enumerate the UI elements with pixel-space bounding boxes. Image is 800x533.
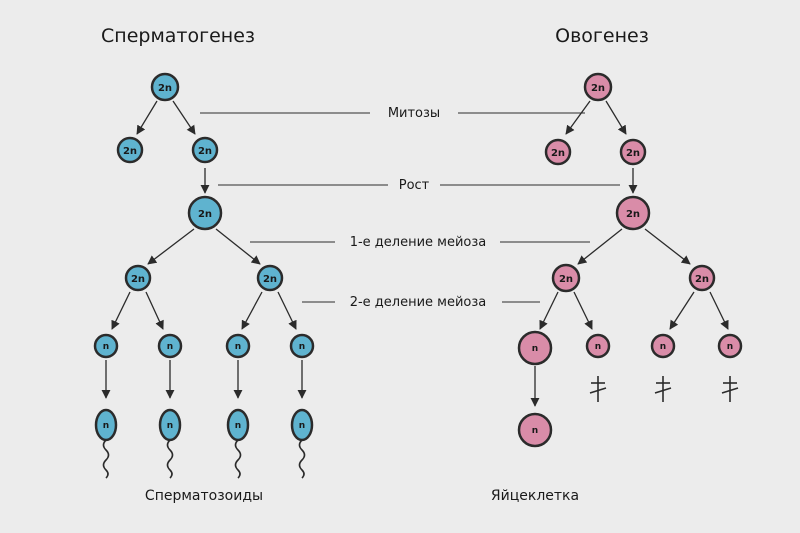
svg-text:n: n	[532, 426, 538, 436]
svg-text:2n: 2n	[123, 146, 137, 157]
svg-text:2n: 2n	[158, 83, 172, 94]
stage-guides: Митозы Рост 1-е деление мейоза 2-е делен…	[200, 106, 620, 310]
stage-label-growth: Рост	[399, 178, 430, 193]
spermatogenesis-cells: 2n 2n 2n 2n 2n 2n n n	[93, 72, 315, 359]
stage-label-meiosis2: 2-е деление мейоза	[350, 295, 487, 310]
polar-body-cell: n	[650, 333, 676, 359]
svg-text:2n: 2n	[263, 274, 277, 285]
egg-cell: n	[517, 412, 553, 448]
svg-text:n: n	[299, 342, 305, 352]
spermatozoon: n	[94, 408, 118, 479]
svg-text:2n: 2n	[626, 148, 640, 159]
svg-text:n: n	[532, 344, 538, 354]
caption-spermatozoa: Сперматозоиды	[145, 488, 263, 504]
degeneration-cross-icon	[721, 376, 739, 402]
stage-label-meiosis1: 1-е деление мейоза	[350, 235, 487, 250]
svg-text:n: n	[103, 421, 109, 431]
spermatogonium-daughter-cell: 2n	[191, 136, 219, 164]
oogenesis-cells: 2n 2n 2n 2n 2n 2n n n	[517, 72, 743, 448]
degeneration-cross-icon	[654, 376, 672, 402]
svg-text:2n: 2n	[198, 209, 212, 220]
svg-text:n: n	[167, 342, 173, 352]
secondary-spermatocyte-cell: 2n	[256, 264, 284, 292]
primary-oocyte-cell: 2n	[615, 195, 651, 231]
svg-text:2n: 2n	[551, 148, 565, 159]
spermatozoon: n	[226, 408, 250, 479]
svg-text:n: n	[103, 342, 109, 352]
caption-egg: Яйцеклетка	[491, 488, 579, 504]
primary-spermatocyte-cell: 2n	[187, 195, 223, 231]
oogonium-cell: 2n	[583, 72, 613, 102]
svg-text:2n: 2n	[559, 274, 573, 285]
degeneration-cross-icon	[589, 376, 607, 402]
ootid-cell: n	[517, 330, 553, 366]
spermatogonium-daughter-cell: 2n	[116, 136, 144, 164]
spermatogenesis-title: Сперматогенез	[101, 25, 255, 47]
secondary-oocyte-cell: 2n	[551, 263, 581, 293]
secondary-spermatocyte-cell: 2n	[124, 264, 152, 292]
spermatid-cell: n	[157, 333, 183, 359]
svg-text:n: n	[727, 342, 733, 352]
svg-text:2n: 2n	[695, 274, 709, 285]
degeneration-marks	[589, 376, 739, 402]
svg-text:n: n	[595, 342, 601, 352]
spermatid-cell: n	[289, 333, 315, 359]
polar-body-cell: n	[585, 333, 611, 359]
polar-body-cell: n	[717, 333, 743, 359]
spermatogonium-cell: 2n	[150, 72, 180, 102]
spermatozoon: n	[158, 408, 182, 479]
svg-text:n: n	[235, 342, 241, 352]
oogenesis-title: Овогенез	[555, 25, 649, 47]
svg-text:2n: 2n	[131, 274, 145, 285]
spermatid-cell: n	[225, 333, 251, 359]
stage-label-mitosis: Митозы	[388, 106, 440, 121]
svg-text:2n: 2n	[626, 209, 640, 220]
spermatozoon: n	[290, 408, 314, 479]
svg-text:n: n	[660, 342, 666, 352]
polar-body-cell: 2n	[688, 264, 716, 292]
spermatozoa: n n n n	[94, 408, 314, 479]
svg-text:n: n	[235, 421, 241, 431]
spermatid-cell: n	[93, 333, 119, 359]
svg-text:2n: 2n	[198, 146, 212, 157]
oogonium-daughter-cell: 2n	[619, 138, 647, 166]
connectors	[101, 100, 729, 407]
svg-text:n: n	[299, 421, 305, 431]
oogonium-daughter-cell: 2n	[544, 138, 572, 166]
svg-text:2n: 2n	[591, 83, 605, 94]
svg-text:n: n	[167, 421, 173, 431]
